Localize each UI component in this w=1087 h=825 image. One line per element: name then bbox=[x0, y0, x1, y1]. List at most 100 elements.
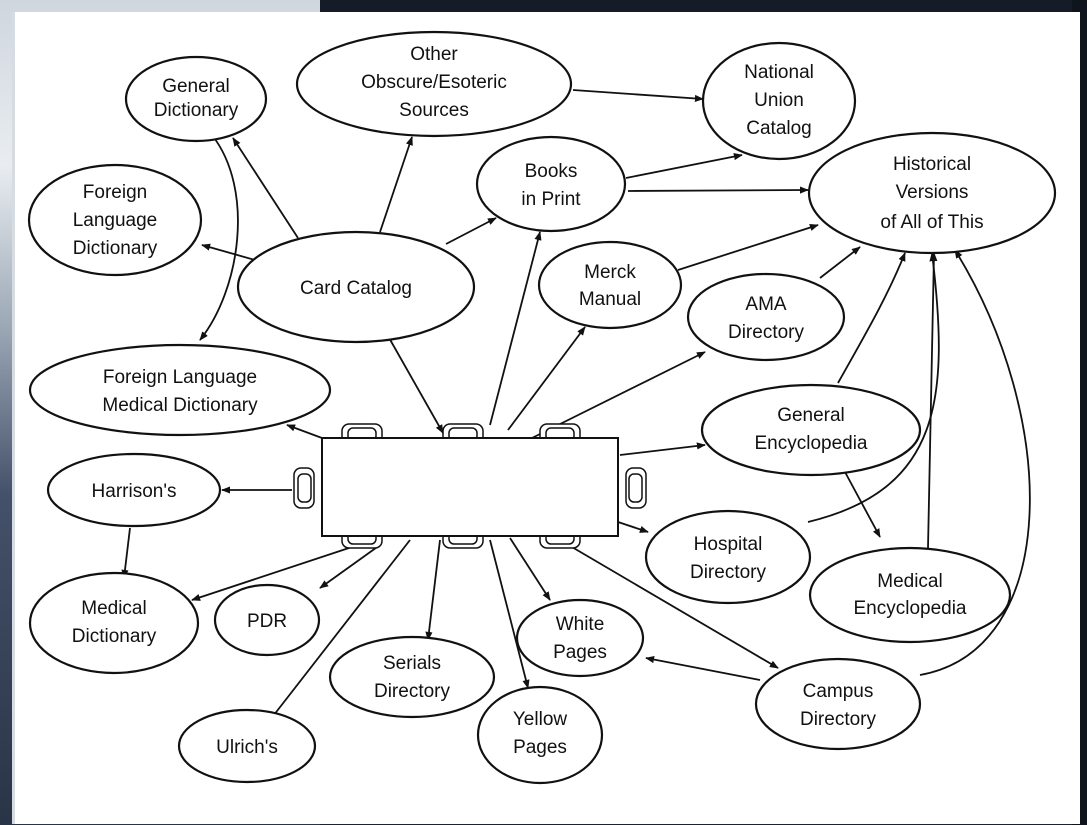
edge-table-to-serials bbox=[425, 539, 441, 641]
edge-card-to-books-in-print bbox=[445, 217, 497, 245]
node-label-line: Dictionary bbox=[73, 238, 158, 259]
node-label-line: Foreign bbox=[83, 182, 147, 203]
node-label-line: AMA bbox=[745, 294, 787, 315]
edge-table-to-hospital bbox=[617, 521, 649, 533]
node-label-line: Card Catalog bbox=[300, 278, 412, 299]
node-label-line: Harrison's bbox=[92, 481, 177, 502]
node-label-line: Encyclopedia bbox=[754, 433, 867, 454]
node-label-line: Obscure/Esoteric bbox=[361, 72, 507, 93]
edge-card-to-general-dictionary bbox=[232, 137, 299, 239]
edge-table-to-ulrichs bbox=[269, 539, 411, 721]
node-merck-manual: Merck Manual bbox=[537, 240, 683, 330]
edge-table-to-medical-dictionary bbox=[191, 544, 359, 601]
edge-card-to-table bbox=[387, 335, 444, 434]
edge-table-to-books-in-print bbox=[489, 231, 542, 426]
node-medical-encyclopedia: Medical Encyclopedia bbox=[808, 546, 1012, 644]
node-general-dictionary: General Dictionary bbox=[124, 55, 268, 143]
node-label-line: Hospital bbox=[694, 534, 763, 555]
node-medical-dictionary: Medical Dictionary bbox=[28, 571, 200, 675]
node-label-line: Catalog bbox=[746, 118, 812, 139]
edge-ama-to-historical bbox=[819, 246, 861, 279]
node-label-line: National bbox=[744, 62, 814, 83]
edge-other-to-national-union bbox=[572, 89, 704, 103]
node-foreign-language-dictionary: Foreign Language Dictionary bbox=[27, 163, 203, 277]
edge-campus-to-historical bbox=[919, 249, 1031, 676]
node-ulrichs: Ulrich's bbox=[177, 708, 317, 784]
node-hospital-directory: Hospital Directory bbox=[644, 509, 812, 605]
node-label-line: Other bbox=[410, 44, 458, 65]
edge-table-to-pdr bbox=[319, 544, 381, 589]
edge-table-to-merck bbox=[507, 326, 586, 431]
edge-card-to-foreign-dictionary bbox=[201, 243, 256, 261]
node-label-line: Books bbox=[525, 161, 578, 182]
node-label-line: General bbox=[162, 76, 230, 97]
node-label-line: Language bbox=[73, 210, 158, 231]
node-books-in-print: Books in Print bbox=[475, 135, 627, 233]
node-label-line: Dictionary bbox=[72, 626, 157, 647]
node-label-line: Directory bbox=[374, 681, 451, 702]
node-label-line: Historical bbox=[893, 154, 971, 175]
edge-books-to-historical bbox=[627, 186, 809, 194]
node-label-line: Campus bbox=[803, 681, 874, 702]
node-national-union-catalog: National Union Catalog bbox=[701, 41, 857, 161]
node-campus-directory: Campus Directory bbox=[754, 657, 922, 751]
node-label-line: Sources bbox=[399, 100, 469, 121]
node-label-line: Manual bbox=[579, 289, 641, 310]
edge-table-to-general-encyclopedia bbox=[619, 442, 706, 456]
node-label-line: Medical bbox=[81, 598, 146, 619]
node-ama-directory: AMA Directory bbox=[686, 272, 846, 362]
node-label-line: Directory bbox=[690, 562, 767, 583]
chair-right bbox=[625, 467, 647, 509]
edges bbox=[121, 89, 1031, 721]
node-label-line: White bbox=[556, 614, 605, 635]
node-label-line: Serials bbox=[383, 653, 441, 674]
node-label-line: in Print bbox=[521, 189, 581, 210]
nodes: General Dictionary Other Obscure/Esoteri… bbox=[27, 30, 1057, 785]
edge-table-to-foreign-medical bbox=[286, 424, 323, 439]
chair-left bbox=[293, 467, 315, 509]
node-harrisons: Harrison's bbox=[46, 452, 222, 528]
node-label-line: Foreign Language bbox=[103, 367, 257, 388]
edge-harrisons-to-medical-dictionary bbox=[121, 527, 131, 579]
table-with-chairs bbox=[293, 423, 647, 549]
edge-table-to-yellow-pages bbox=[489, 539, 530, 689]
edge-encyclopedia-to-historical bbox=[837, 252, 906, 384]
edge-merck-to-historical bbox=[677, 224, 819, 271]
edge-general-dictionary-to-foreign-medical bbox=[199, 134, 239, 341]
node-label-line: of All of This bbox=[880, 212, 983, 233]
node-label-line: Ulrich's bbox=[216, 737, 278, 758]
node-serials-directory: Serials Directory bbox=[328, 635, 496, 719]
node-label-line: Dictionary bbox=[154, 100, 239, 121]
node-label-line: Directory bbox=[800, 709, 877, 730]
node-label-line: Versions bbox=[896, 182, 969, 203]
node-label-line: Medical bbox=[877, 571, 942, 592]
edge-medical-encyclopedia-to-historical bbox=[927, 252, 938, 549]
table bbox=[321, 437, 619, 537]
edge-books-to-national-union bbox=[625, 153, 743, 179]
node-label-line: Merck bbox=[584, 262, 636, 283]
node-yellow-pages: Yellow Pages bbox=[476, 685, 604, 785]
edge-table-to-white-pages bbox=[509, 537, 551, 601]
edge-campus-to-white-pages bbox=[645, 656, 761, 681]
node-label-line: PDR bbox=[247, 611, 287, 632]
node-label-line: Pages bbox=[553, 642, 607, 663]
edge-hospital-to-historical bbox=[807, 252, 940, 523]
node-other-sources: Other Obscure/Esoteric Sources bbox=[295, 30, 573, 138]
edge-table-to-campus bbox=[559, 539, 779, 669]
node-foreign-language-medical-dictionary: Foreign Language Medical Dictionary bbox=[28, 343, 332, 437]
node-pdr: PDR bbox=[213, 583, 321, 657]
edge-encyclopedia-to-medical-encyclopedia bbox=[844, 471, 881, 538]
node-white-pages: White Pages bbox=[515, 598, 645, 678]
node-label-line: Yellow bbox=[513, 709, 568, 730]
node-label-line: General bbox=[777, 405, 845, 426]
node-label-line: Pages bbox=[513, 737, 567, 758]
node-label-line: Directory bbox=[728, 322, 805, 343]
node-label-line: Medical Dictionary bbox=[102, 395, 258, 416]
node-label-line: Union bbox=[754, 90, 804, 111]
edge-card-to-other-sources bbox=[379, 136, 413, 233]
node-label-line: Encyclopedia bbox=[853, 598, 966, 619]
node-card-catalog: Card Catalog bbox=[236, 230, 476, 344]
node-historical-versions: Historical Versions of All of This bbox=[807, 131, 1057, 255]
node-general-encyclopedia: General Encyclopedia bbox=[700, 383, 922, 477]
